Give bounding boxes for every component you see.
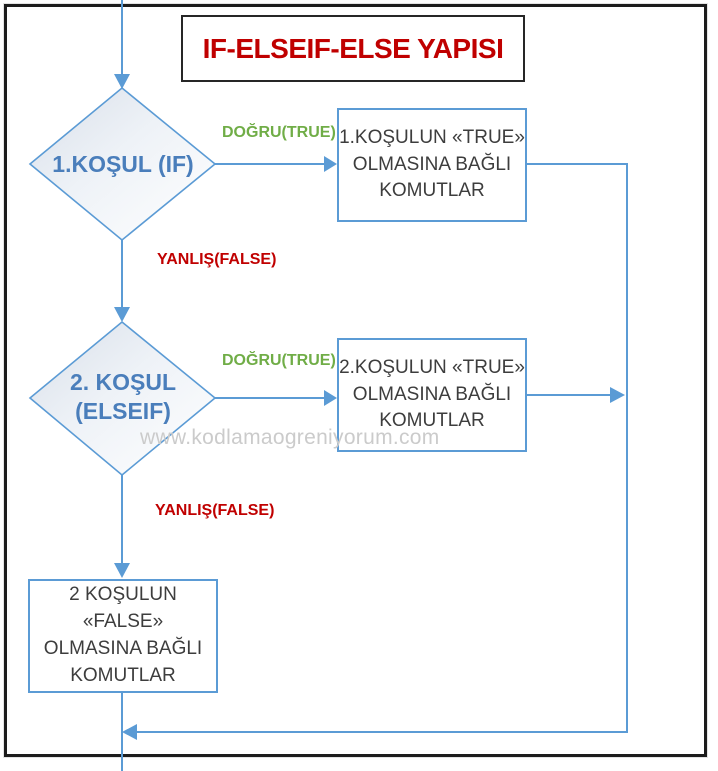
process-box-true-1-line3: KOMUTLAR (379, 180, 485, 202)
process-box-false: 2 KOŞULUN «FALSE» OLMASINA BAĞLI KOMUTLA… (28, 579, 218, 693)
process-box-true-1-line1: 1.KOŞULUN «TRUE» (339, 126, 525, 148)
process-box-true-2-line1: 2.KOŞULUN «TRUE» (339, 356, 525, 378)
watermark: www.kodlamaogreniyorum.com (140, 426, 440, 449)
title-box: IF-ELSEIF-ELSE YAPISI (181, 15, 525, 82)
process-box-true-1: 1.KOŞULUN «TRUE» OLMASINA BAĞLI KOMUTLAR (337, 108, 527, 222)
condition1-label: 1.KOŞUL (IF) (52, 151, 194, 177)
process-box-false-line1: 2 KOŞULUN «FALSE» (69, 584, 177, 633)
condition2-label: 2. KOŞUL (ELSEIF) (30, 368, 216, 426)
process-box-true-1-line2: OLMASINA BAĞLI (352, 153, 512, 175)
edge-label-true-1: DOĞRU(TRUE) (222, 124, 336, 141)
edge-label-false-2: YANLIŞ(FALSE) (155, 502, 275, 519)
process-box-true-2-line2: OLMASINA BAĞLI (352, 383, 512, 405)
condition2-label-line1: 2. KOŞUL (69, 369, 177, 395)
condition2-label-line2: (ELSEIF) (75, 397, 171, 424)
process-box-false-line2: OLMASINA BAĞLI (43, 638, 203, 659)
diagram-title: IF-ELSEIF-ELSE YAPISI (202, 32, 504, 64)
process-box-false-line3: KOMUTLAR (70, 664, 176, 686)
edge-label-false-1: YANLIŞ(FALSE) (157, 251, 277, 268)
edge-label-true-2: DOĞRU(TRUE) (222, 352, 336, 369)
